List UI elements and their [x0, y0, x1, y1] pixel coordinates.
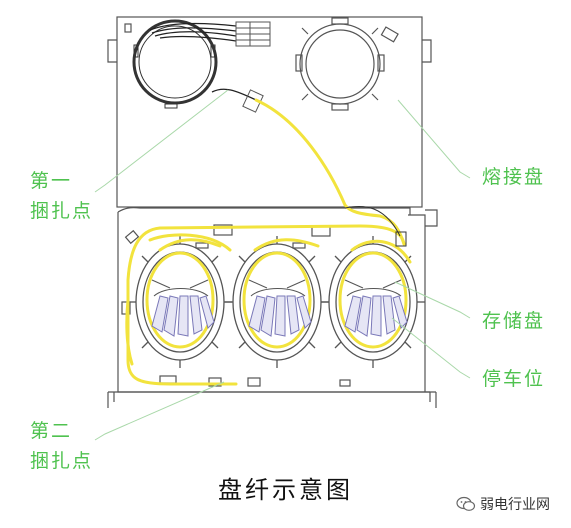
label-second-tie-line2: 捆扎点: [30, 450, 94, 472]
watermark: 弱电行业网: [456, 494, 550, 514]
wechat-logo-icon: [456, 496, 476, 511]
label-storage-tray: 存储盘: [482, 310, 546, 332]
label-first-tie-line1: 第一: [30, 170, 73, 192]
fiber-side-connector: [344, 205, 407, 247]
pigtail-fibers: [149, 22, 257, 101]
splice-fan-2: [248, 295, 312, 337]
watermark-text: 弱电行业网: [480, 497, 550, 513]
splice-fan-1: [151, 295, 215, 337]
upper-panel: [107, 16, 432, 208]
diagram-caption: 盘纤示意图: [218, 476, 353, 504]
label-first-tie-line2: 捆扎点: [30, 200, 94, 222]
splice-fan-3: [344, 295, 408, 337]
label-second-tie-line1: 第二: [30, 420, 73, 442]
first-tie-clip: [242, 89, 264, 113]
fan-holders: [151, 279, 402, 297]
fiber-route: [125, 98, 412, 386]
lower-panel: [107, 207, 438, 408]
label-parking-position: 停车位: [482, 368, 546, 390]
leader-lines: [94, 89, 471, 441]
fiber-coil-spool: [132, 19, 218, 109]
label-splice-tray: 熔接盘: [482, 166, 546, 188]
splice-tray-right: [295, 17, 385, 111]
adapter-block-top: [235, 21, 271, 47]
